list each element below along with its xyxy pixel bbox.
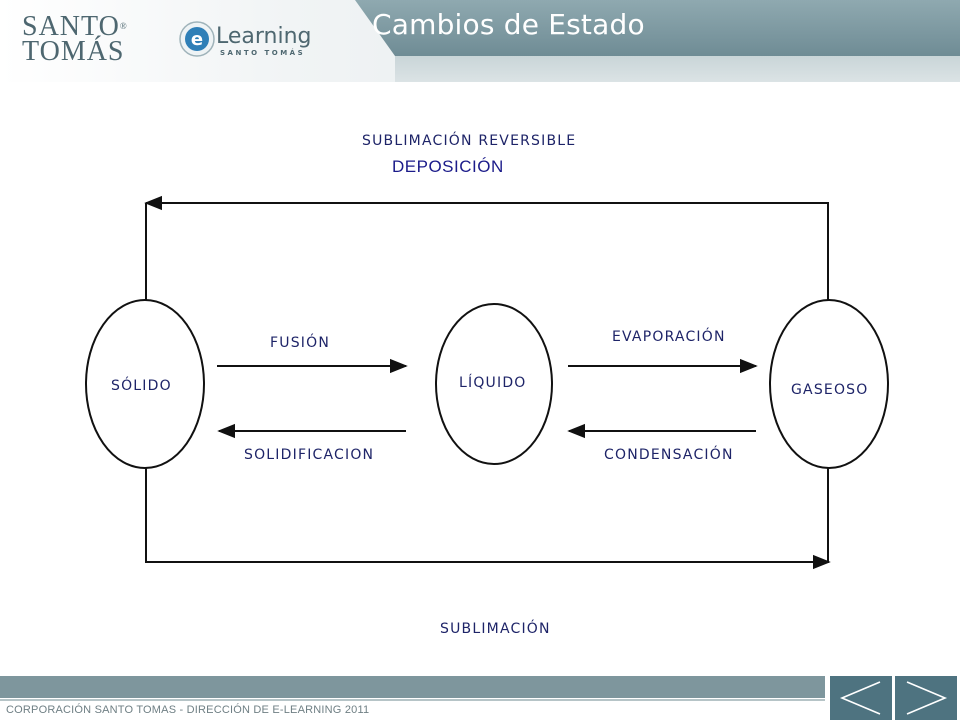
state-label-solid: SÓLIDO bbox=[111, 376, 172, 394]
label-evaporacion: EVAPORACIÓN bbox=[612, 327, 726, 345]
footer-credit: CORPORACIÓN SANTO TOMAS - DIRECCIÓN DE E… bbox=[6, 704, 370, 716]
chevron-left-icon bbox=[839, 681, 881, 715]
logo-line-1: SANTO bbox=[22, 11, 120, 42]
chevron-right-icon bbox=[906, 681, 948, 715]
liquid-state-ellipse bbox=[435, 303, 553, 465]
santo-tomas-logo: SANTO® TOMÁS bbox=[22, 11, 128, 67]
elearning-e-icon: e bbox=[179, 21, 215, 57]
previous-slide-button[interactable] bbox=[830, 676, 892, 720]
deposition-arrow bbox=[144, 195, 829, 300]
logo-line-2: TOMÁS bbox=[22, 36, 125, 67]
page-title: Cambios de Estado bbox=[372, 8, 645, 41]
footer-divider bbox=[0, 699, 825, 701]
logo-registered: ® bbox=[119, 21, 128, 31]
label-deposicion: DEPOSICIÓN bbox=[392, 157, 504, 176]
label-sublimacion-reversible: SUBLIMACIÓN REVERSIBLE bbox=[362, 131, 576, 149]
elearning-wordmark: Learning bbox=[216, 24, 312, 49]
header: Cambios de Estado SANTO® TOMÁS e Learnin… bbox=[0, 0, 960, 82]
sublimation-line bbox=[145, 467, 829, 563]
state-label-gas: GASEOSO bbox=[791, 382, 868, 398]
label-condensacion: CONDENSACIÓN bbox=[604, 445, 734, 463]
label-fusion: FUSIÓN bbox=[270, 333, 330, 351]
state-label-liquid: LÍQUIDO bbox=[459, 374, 527, 391]
elearning-e-letter: e bbox=[191, 29, 203, 50]
title-band-lower bbox=[395, 56, 960, 82]
title-band bbox=[355, 0, 960, 56]
label-sublimacion: SUBLIMACIÓN bbox=[440, 619, 551, 637]
footer-bar bbox=[0, 676, 825, 698]
label-solidificacion: SOLIDIFICACION bbox=[244, 447, 374, 463]
elearning-subtitle: SANTO TOMÁS bbox=[220, 49, 306, 57]
next-slide-button[interactable] bbox=[895, 676, 957, 720]
